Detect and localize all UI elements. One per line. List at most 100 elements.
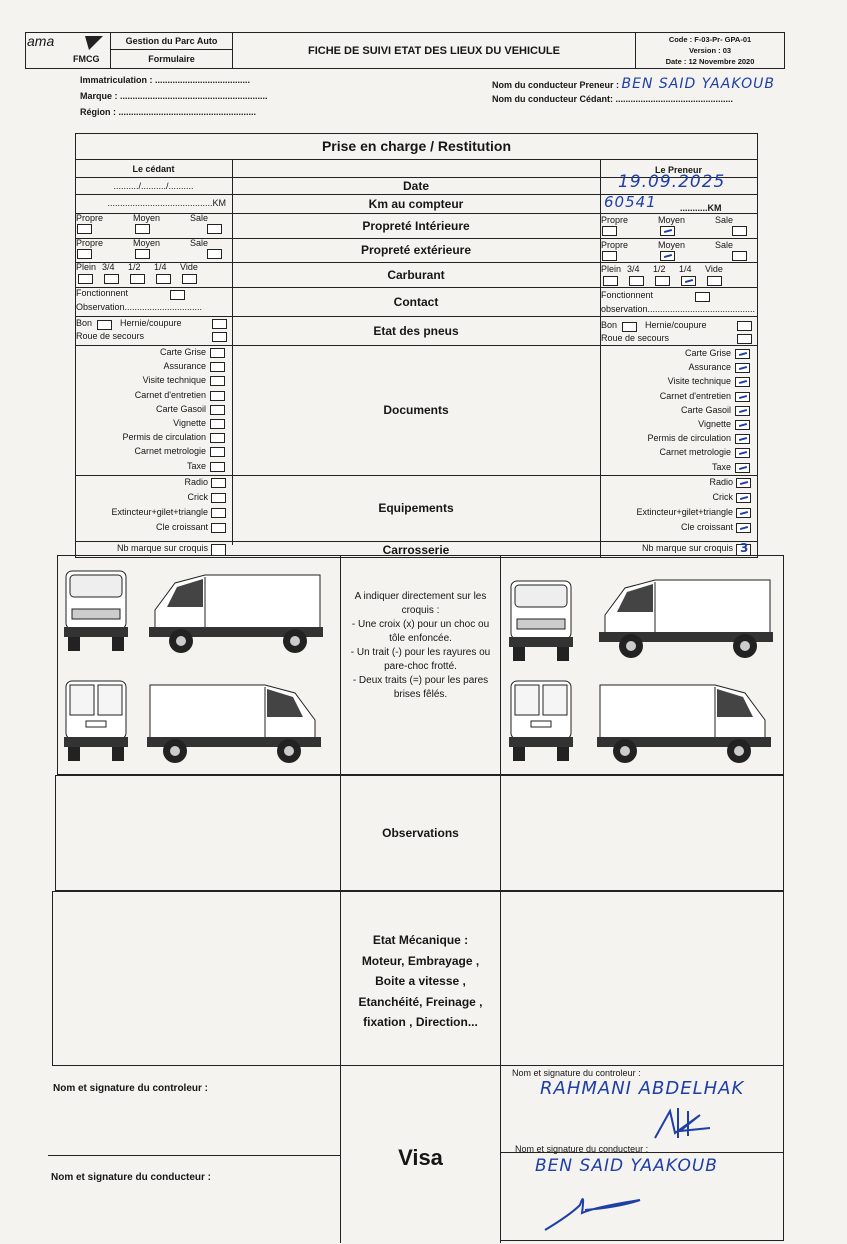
contact-observation-field[interactable]: observation.............................…: [601, 304, 756, 314]
fuel-checkbox-2[interactable]: [655, 276, 670, 286]
checkbox-propre-int[interactable]: [77, 224, 92, 234]
document-checkbox[interactable]: [210, 433, 225, 444]
checkbox-moyen-ext[interactable]: [135, 249, 150, 259]
preneur-field[interactable]: Nom du conducteur Preneur : BEN SAID YAA…: [492, 76, 812, 92]
checkbox-moyen-int[interactable]: [135, 224, 150, 234]
pneus-roue-checkbox[interactable]: [212, 332, 227, 342]
cedant-km[interactable]: ........................................…: [107, 198, 226, 208]
checkbox-propre-ext[interactable]: [602, 251, 617, 261]
logo-mark-icon: [85, 36, 103, 50]
fuel-checkbox-4[interactable]: [182, 274, 197, 284]
equipement-label: Crick: [187, 492, 209, 502]
document-checkbox[interactable]: [735, 420, 750, 430]
row-divider: [75, 475, 758, 476]
equipement-checkbox[interactable]: [736, 478, 751, 488]
document-checkbox[interactable]: [735, 377, 750, 388]
van-sketch-rear[interactable]: [60, 675, 132, 765]
document-checkbox[interactable]: [210, 362, 225, 373]
label-moyen: Moyen: [133, 238, 161, 248]
contact-observation-field[interactable]: Observation.............................…: [76, 302, 203, 312]
fuel-checkbox-3[interactable]: [156, 274, 171, 284]
marque-field[interactable]: Marque : ...............................…: [80, 91, 268, 101]
label-propre: Propre: [601, 240, 629, 250]
document-checkbox[interactable]: [735, 391, 750, 402]
pneus-roue-checkbox[interactable]: [737, 334, 752, 344]
fuel-checkbox-0[interactable]: [78, 274, 93, 284]
document-checkbox[interactable]: [735, 363, 750, 374]
row-divider: [75, 262, 758, 263]
controleur-signature-icon: [654, 1108, 711, 1139]
equipement-label: Radio: [184, 477, 208, 487]
observations-right-input[interactable]: [501, 778, 784, 888]
van-sketch-side[interactable]: [595, 570, 775, 660]
checkbox-moyen-ext[interactable]: [660, 251, 675, 261]
document-checkbox[interactable]: [210, 390, 225, 401]
document-checkbox[interactable]: [735, 405, 750, 416]
checkbox-sale-int[interactable]: [207, 224, 222, 234]
fuel-checkbox-0[interactable]: [603, 276, 618, 286]
pneus-hernie-checkbox[interactable]: [737, 321, 752, 331]
van-sketch-front[interactable]: [60, 565, 132, 655]
van-sketch-rear[interactable]: [505, 675, 577, 765]
contact-checkbox[interactable]: [170, 290, 185, 300]
document-checkbox[interactable]: [210, 348, 225, 358]
document-checkbox[interactable]: [735, 448, 750, 459]
observations-left-input[interactable]: [57, 778, 340, 888]
document-checkbox[interactable]: [735, 462, 750, 473]
region-field[interactable]: Région : ...............................…: [80, 107, 257, 117]
equipement-checkbox[interactable]: [736, 493, 751, 503]
observations-section: [55, 775, 784, 891]
document-checkbox[interactable]: [210, 404, 225, 415]
immatriculation-field[interactable]: Immatriculation : ......................…: [80, 75, 251, 85]
code-cell: [635, 32, 785, 69]
label-moyen: Moyen: [133, 213, 161, 223]
checkbox-sale-ext[interactable]: [207, 249, 222, 259]
van-sketch-front[interactable]: [505, 575, 577, 665]
checkbox-moyen-int[interactable]: [660, 226, 675, 236]
van-sketch-side[interactable]: [145, 565, 325, 655]
equipement-checkbox[interactable]: [211, 508, 226, 518]
equipement-checkbox[interactable]: [736, 508, 751, 518]
label-moyen: Moyen: [658, 240, 686, 250]
fuel-checkbox-1[interactable]: [104, 274, 119, 284]
equipement-label: Crick: [712, 492, 734, 502]
document-label: Carte Gasoil: [680, 404, 731, 415]
checkbox-sale-ext[interactable]: [732, 251, 747, 261]
croquis-instructions: A indiquer directement sur les croquis :…: [343, 590, 498, 702]
preneur-date[interactable]: 19.09.2025: [618, 172, 726, 192]
checkbox-propre-int[interactable]: [602, 226, 617, 236]
document-checkbox[interactable]: [210, 447, 225, 458]
mecanique-line: fixation , Direction...: [363, 1015, 478, 1029]
cedant-date[interactable]: ........../........../..........: [113, 180, 194, 191]
checkbox-sale-int[interactable]: [732, 226, 747, 236]
pneus-hernie-checkbox[interactable]: [212, 319, 227, 329]
equipement-checkbox[interactable]: [736, 523, 751, 533]
fuel-label: 3/4: [102, 262, 115, 272]
document-checkbox[interactable]: [735, 434, 750, 445]
van-sketch-side-r[interactable]: [145, 675, 325, 765]
equipement-checkbox[interactable]: [211, 523, 226, 533]
van-sketch-side-r[interactable]: [595, 675, 775, 765]
checkbox-propre-ext[interactable]: [77, 249, 92, 259]
fuel-checkbox-2[interactable]: [130, 274, 145, 284]
fuel-checkbox-4[interactable]: [707, 276, 722, 286]
document-checkbox[interactable]: [210, 461, 225, 472]
pneus-bon-checkbox[interactable]: [97, 320, 112, 330]
mecanique-text: Etat Mécanique : Moteur, Embrayage , Boi…: [341, 930, 500, 1033]
row-contact: Contact: [393, 294, 439, 309]
contact-fonctionnent-label: Fonctionnent: [601, 290, 654, 300]
pneus-bon-checkbox[interactable]: [622, 322, 637, 332]
document-checkbox[interactable]: [210, 419, 225, 429]
contact-checkbox[interactable]: [695, 292, 710, 302]
equipement-checkbox[interactable]: [211, 478, 226, 488]
equipement-checkbox[interactable]: [211, 493, 226, 503]
document-checkbox[interactable]: [735, 349, 750, 359]
preneur-km[interactable]: 60541: [604, 193, 657, 211]
fuel-checkbox-3[interactable]: [681, 276, 696, 286]
document-label: Carte Grise: [159, 347, 206, 357]
croquis-section: [57, 555, 784, 775]
cedant-field[interactable]: Nom du conducteur Cédant: ..............…: [492, 94, 734, 104]
document-label: Permis de circulation: [647, 433, 731, 444]
document-checkbox[interactable]: [210, 376, 225, 387]
fuel-checkbox-1[interactable]: [629, 276, 644, 286]
